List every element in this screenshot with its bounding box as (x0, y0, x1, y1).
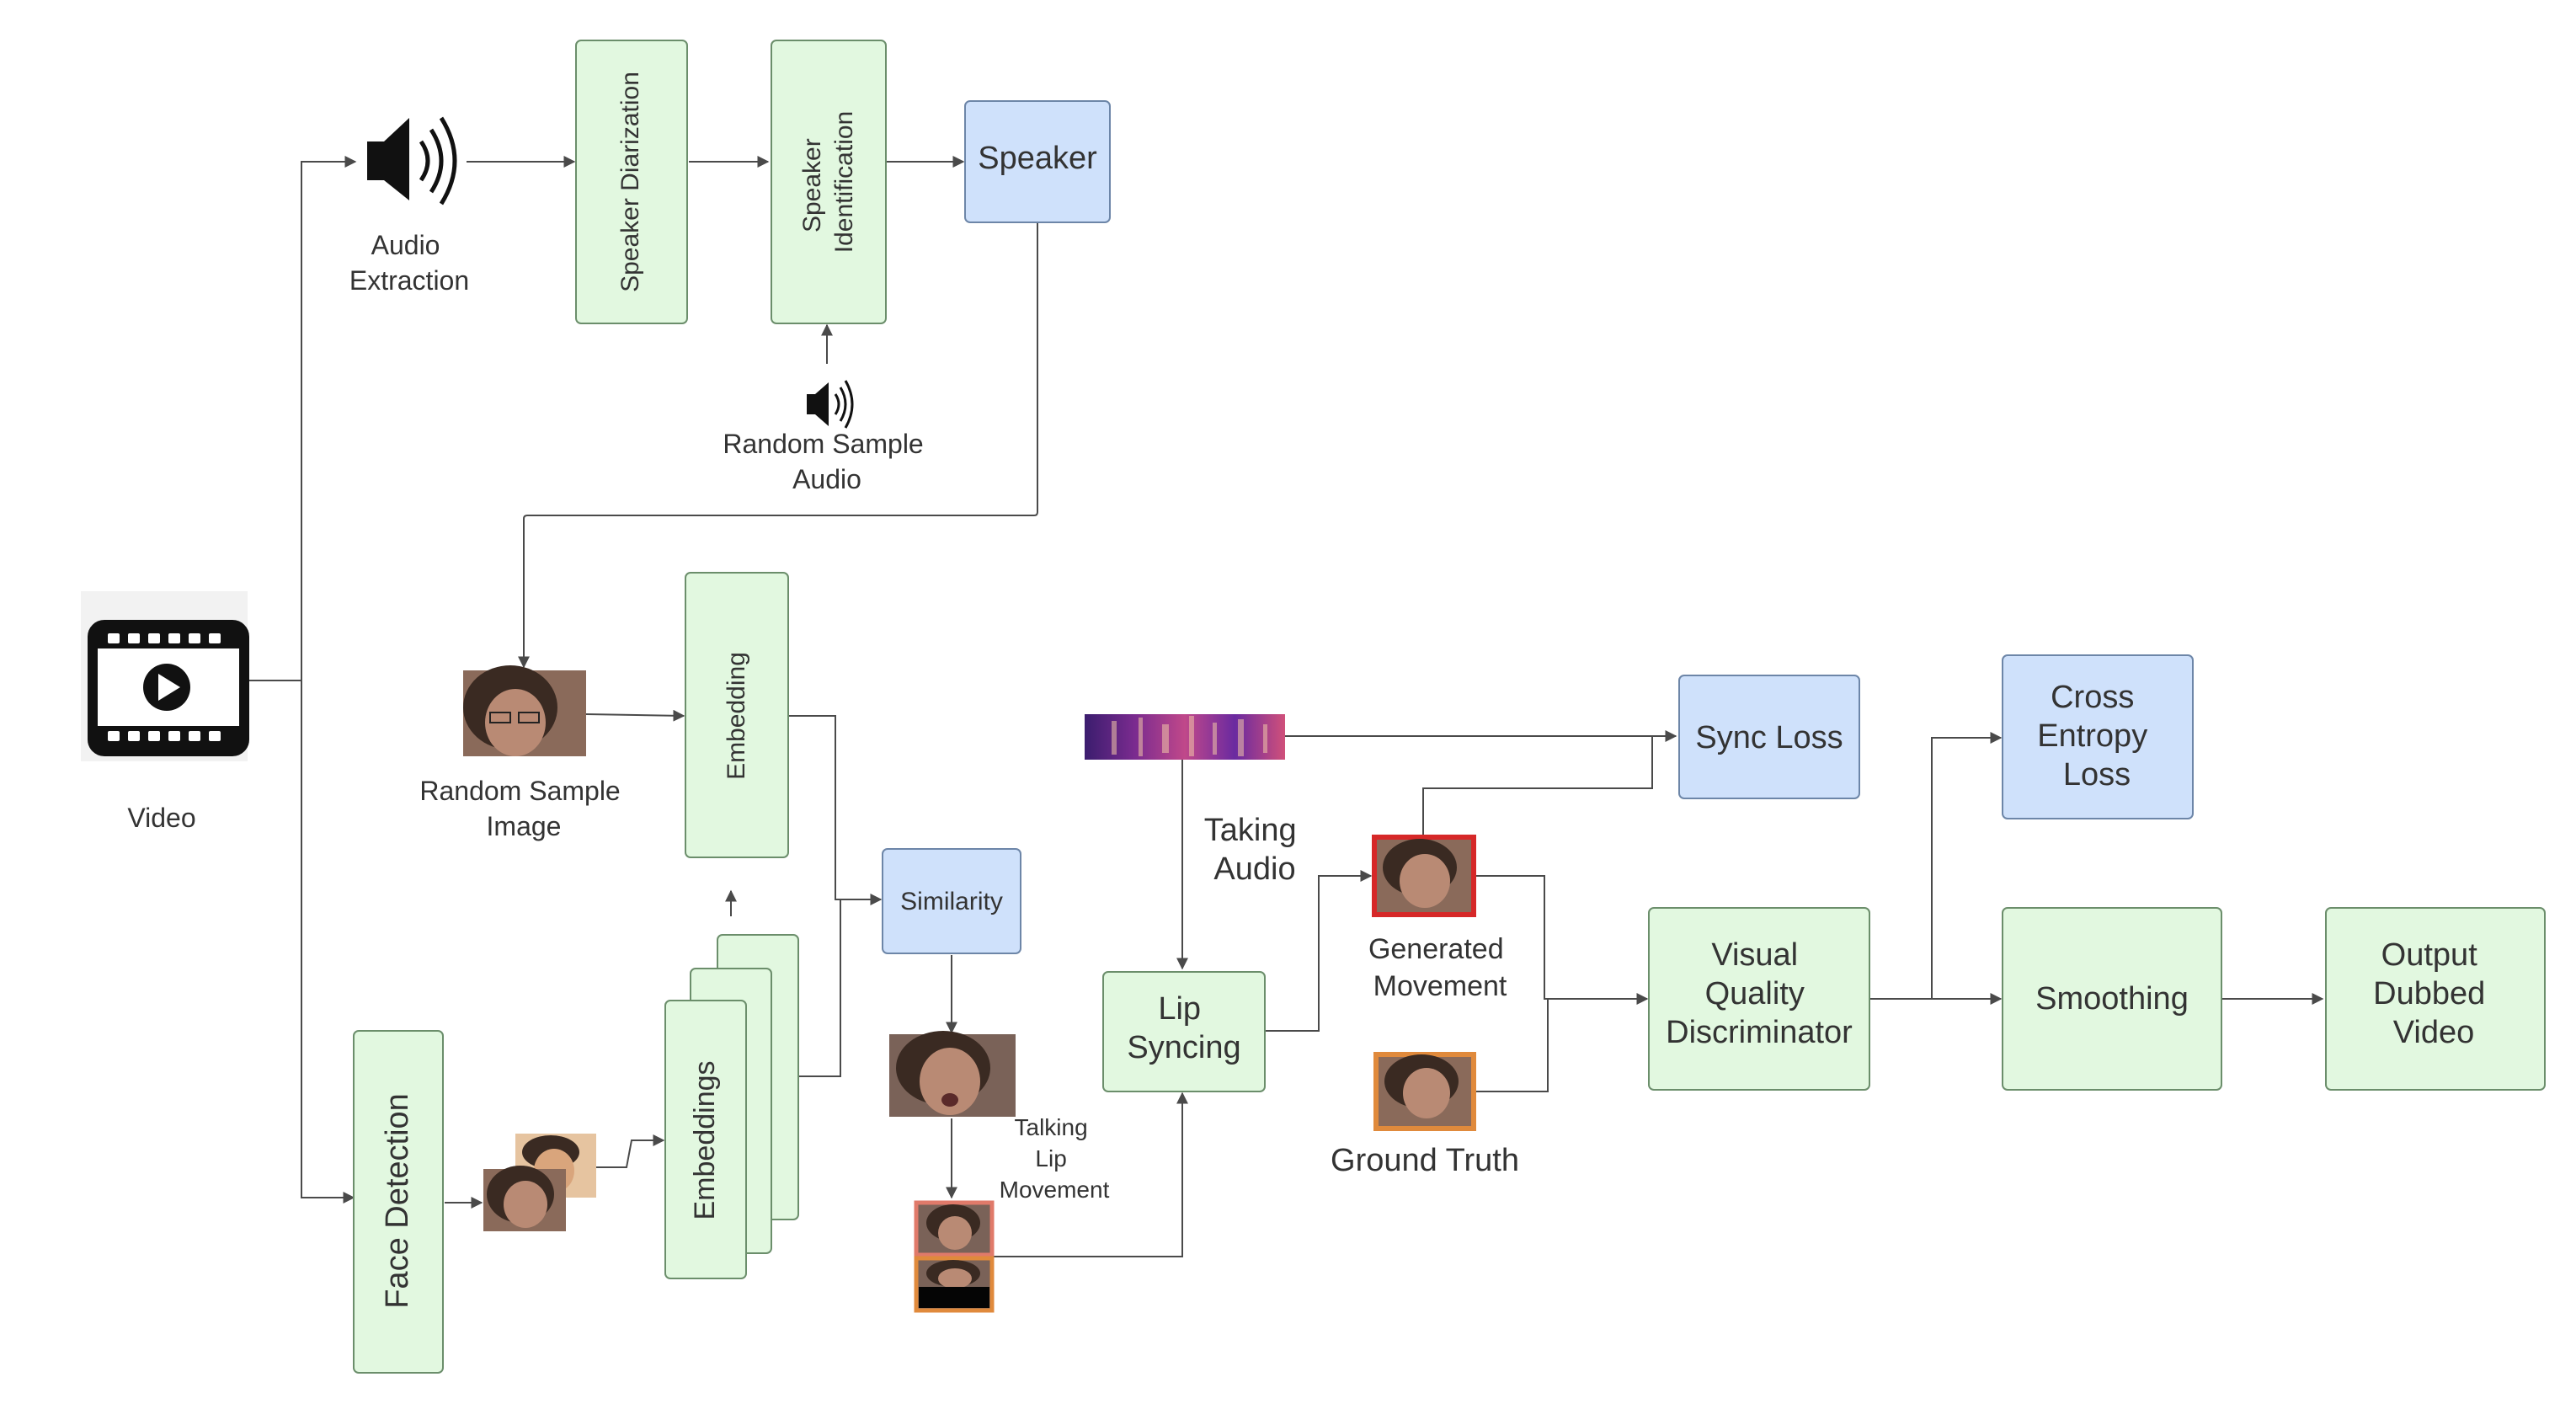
edge-embedding-to-similarity (788, 715, 883, 905)
output-dubbed-video-box (2325, 907, 2546, 1091)
generated-movement-image (1372, 835, 1476, 917)
edge-crops-to-embeddings (596, 1134, 665, 1168)
face-detection-label: Face Detection (380, 1093, 415, 1309)
speaker-identification-box (771, 40, 887, 324)
detected-face-crops (483, 1134, 596, 1231)
taking-audio-label: Taking Audio (1204, 813, 1305, 887)
edge-discriminator-to-cross-entropy (1931, 732, 2003, 999)
embeddings-label: Embeddings (689, 1060, 721, 1220)
edge-video-to-audio (249, 156, 357, 681)
random-sample-image-label: Random Sample Image (419, 776, 627, 841)
generated-movement-label: Generated Movement (1368, 933, 1512, 1002)
ground-truth-image (1373, 1052, 1476, 1131)
speaker-diarization-label: Speaker Diarization (616, 72, 644, 292)
video-film-icon (81, 591, 249, 761)
speaker-diarization-box (575, 40, 688, 324)
embedding-label: Embedding (723, 652, 750, 780)
cross-entropy-loss-box (2002, 654, 2194, 819)
sync-loss-box (1678, 675, 1860, 799)
edge-ground-truth-to-discriminator (1474, 999, 1549, 1092)
visual-quality-discriminator-label: Visual Quality Discriminator (1666, 937, 1853, 1050)
smoothing-label: Smoothing (2035, 981, 2189, 1017)
speaker-label: Speaker (978, 141, 1097, 176)
edge-frames-to-lip-syncing (994, 1091, 1188, 1257)
edge-embeddings-to-similarity (798, 899, 841, 1077)
smoothing-box (2002, 907, 2222, 1091)
edges (249, 156, 2324, 1257)
talking-face-image (889, 1031, 1016, 1117)
embedding-box (685, 572, 789, 858)
face-detection-box (353, 1030, 444, 1374)
small-speaker-icon (807, 380, 854, 429)
cross-entropy-loss-label: Cross Entropy Loss (2037, 680, 2157, 793)
edge-sample-image-to-embedding (585, 709, 685, 722)
edge-speaker-to-sample-image (518, 223, 1038, 669)
similarity-label: Similarity (900, 888, 1003, 915)
ground-truth-label: Ground Truth (1331, 1143, 1519, 1178)
similarity-box (882, 848, 1021, 954)
sync-loss-label: Sync Loss (1695, 720, 1843, 755)
output-dubbed-video-label: Output Dubbed Video (2373, 937, 2494, 1050)
speaker-box (964, 100, 1111, 223)
speaker-icon (367, 116, 457, 205)
lip-syncing-box (1102, 971, 1266, 1092)
edge-lip-syncing-to-generated (1265, 870, 1373, 1032)
audio-extraction-label: Audio Extraction (349, 230, 469, 296)
video-label: Video (127, 803, 195, 833)
embeddings-box (664, 1000, 747, 1279)
talking-lip-movement-label: Talking Lip Movement (1000, 1114, 1110, 1203)
edge-generated-to-sync-loss (1422, 736, 1653, 835)
audio-spectrogram-image (1085, 714, 1285, 760)
visual-quality-discriminator-box (1648, 907, 1870, 1091)
input-frame-pair (914, 1200, 995, 1313)
lip-syncing-label: Lip Syncing (1127, 991, 1240, 1065)
random-sample-audio-label: Random Sample Audio (723, 429, 931, 494)
speaker-identification-label: Speaker Identification (798, 111, 858, 253)
random-sample-face-image (463, 665, 586, 756)
edge-video-to-face-detection (301, 680, 355, 1204)
edge-generated-to-discriminator (1474, 875, 1649, 1005)
